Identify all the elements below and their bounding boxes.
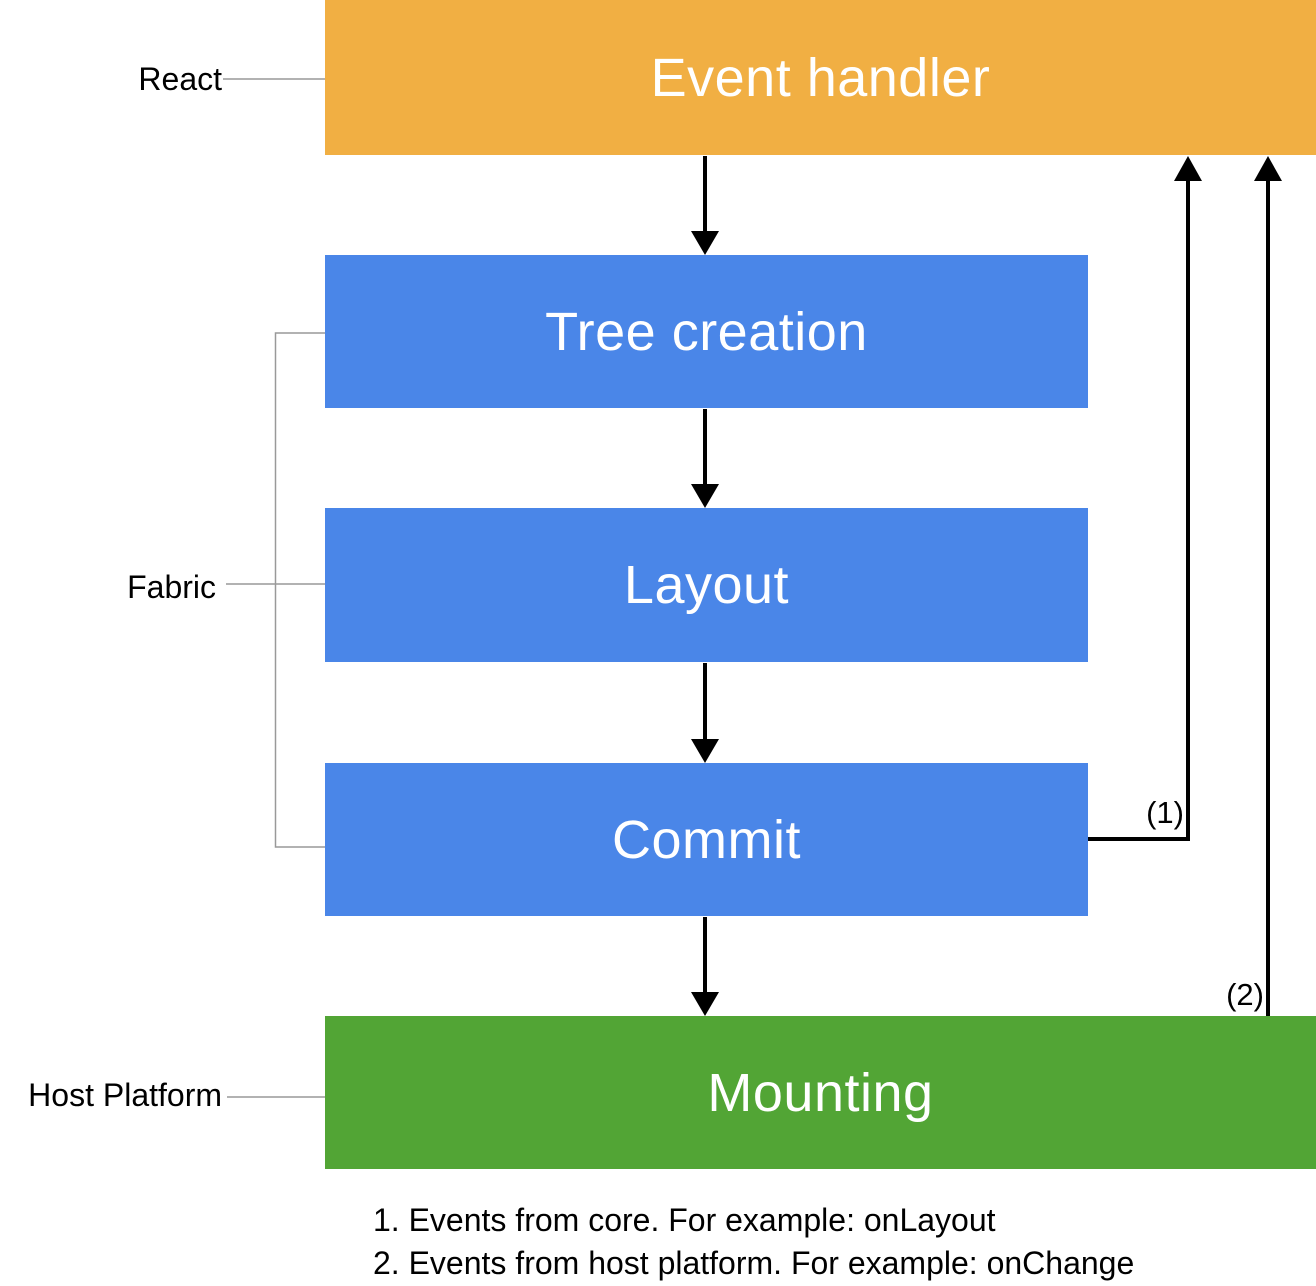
side-label-react: React (138, 61, 222, 97)
commit-box: Commit (325, 763, 1088, 916)
commit-label: Commit (612, 809, 801, 870)
flow-arrow-layout-to-commit (691, 663, 719, 763)
arrow-up-icon (1174, 156, 1202, 181)
mounting-box: Mounting (325, 1016, 1316, 1169)
event-handler-label: Event handler (650, 47, 991, 108)
arrow-up-icon (1254, 156, 1282, 181)
footnotes: 1. Events from core. For example: onLayo… (373, 1199, 1134, 1285)
side-label-host-platform: Host Platform (28, 1077, 222, 1113)
layout-label: Layout (623, 555, 790, 615)
tree-creation-label: Tree creation (545, 301, 868, 362)
arrow-down-icon (691, 231, 719, 255)
flow-arrow-commit-to-mounting (691, 917, 719, 1016)
side-label-fabric: Fabric (127, 569, 216, 605)
arrow-down-icon (691, 992, 719, 1016)
event-handler-box: Event handler (325, 0, 1316, 155)
flow-arrow-tree-creation-to-layout (691, 409, 719, 508)
mounting-label: Mounting (707, 1062, 934, 1123)
arrow-down-icon (691, 484, 719, 508)
feedback-arrow-1-commit-to-event-handler (1088, 156, 1202, 841)
fabric-group-bracket (274, 332, 325, 848)
layout-box: Layout (325, 508, 1088, 662)
footnote-1: 1. Events from core. For example: onLayo… (373, 1202, 996, 1238)
flow-arrow-event-handler-to-tree-creation (691, 156, 719, 255)
footnote-2: 2. Events from host platform. For exampl… (373, 1245, 1135, 1281)
feedback-arrow-2-mounting-to-event-handler (1254, 156, 1282, 1016)
feedback-arrow-2-label: (2) (1226, 977, 1264, 1012)
arrow-down-icon (691, 739, 719, 763)
feedback-arrow-1-label: (1) (1146, 795, 1184, 830)
tree-creation-box: Tree creation (325, 255, 1088, 408)
